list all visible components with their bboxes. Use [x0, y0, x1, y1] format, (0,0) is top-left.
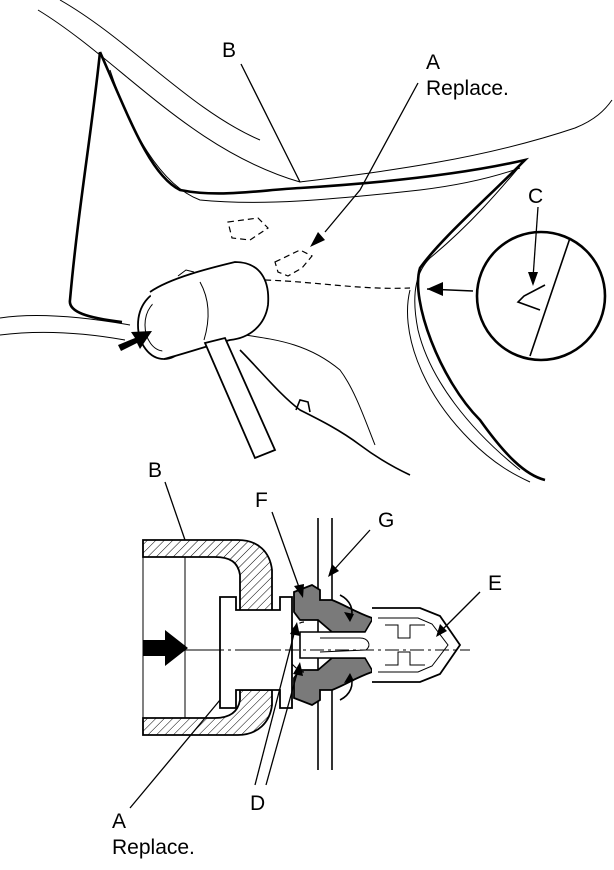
bottom-illustration — [129, 481, 481, 809]
label-g: G — [378, 509, 394, 532]
top-illustration — [0, 0, 613, 483]
molding-right-edge — [407, 289, 531, 483]
label-c: C — [528, 185, 543, 208]
lower-panel-inner — [239, 349, 411, 476]
body-line-left — [0, 315, 131, 326]
grommet-f-lower — [293, 657, 373, 707]
label-a-bottom: A — [112, 810, 126, 833]
pointer-arrow — [427, 282, 443, 296]
molding-right-inner — [414, 159, 526, 471]
label-replace-top: Replace. — [426, 77, 509, 100]
detail-edge-line — [529, 237, 571, 357]
molding-b-section-lower — [142, 689, 273, 736]
clip-hole-lower — [274, 249, 313, 277]
label-replace-bottom: Replace. — [112, 836, 195, 859]
molding-b-section — [142, 539, 273, 616]
leader-c — [532, 206, 539, 279]
detail-circle — [475, 230, 607, 362]
release-arc-lower — [291, 663, 305, 673]
mallet-handle — [203, 336, 277, 460]
leader-d-2 — [265, 669, 299, 786]
grommet-f — [293, 583, 373, 633]
label-d: D — [250, 792, 265, 815]
leader-a-top — [324, 82, 419, 233]
label-e: E — [488, 572, 502, 595]
lower-panel — [244, 334, 376, 446]
leader-f — [271, 511, 301, 591]
detail-notch — [516, 284, 546, 311]
label-f: F — [255, 489, 268, 512]
panel-upper-curve — [59, 0, 261, 141]
leader-d-1 — [254, 629, 296, 786]
leader-g — [331, 529, 371, 573]
lower-notch — [295, 399, 311, 413]
clip-hole-upper — [227, 217, 269, 241]
label-b-top: B — [222, 39, 236, 62]
push-arrow-bottom — [143, 630, 188, 666]
leader-b-top — [240, 63, 301, 183]
strike-arrow-top — [118, 331, 152, 351]
molding-b-outline — [98, 51, 546, 482]
panel-outer-curve — [37, 9, 613, 183]
leader-a-bottom — [129, 699, 221, 809]
leader-b-bottom — [164, 481, 186, 541]
body-line-lower — [0, 331, 126, 341]
leader-e — [439, 591, 481, 633]
molding-b-inner-line — [109, 69, 521, 203]
molding-b-lower-edge — [68, 51, 123, 324]
label-a-top: A — [426, 51, 440, 74]
clip-body-e — [372, 607, 462, 683]
leader-a-top-arrowhead — [310, 232, 325, 247]
label-b-bottom: B — [148, 459, 162, 482]
leader-c-arrowhead — [528, 272, 538, 286]
mallet — [137, 261, 277, 460]
release-arc-upper — [291, 621, 305, 631]
clip-head — [219, 596, 293, 709]
body-line-dashed — [264, 279, 411, 289]
